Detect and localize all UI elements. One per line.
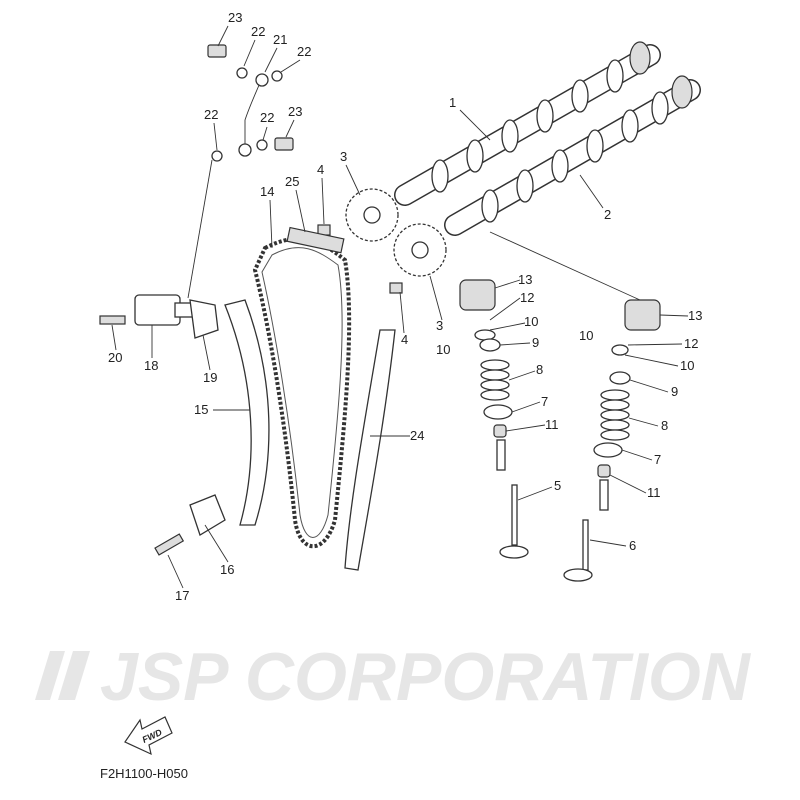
callout-25: 25 — [285, 174, 299, 189]
callout-22: 22 — [251, 24, 265, 39]
valve-train-exhaust — [563, 299, 661, 582]
timing-chain-inner — [261, 247, 343, 538]
callout-10: 10 — [579, 328, 593, 343]
callout-7: 7 — [541, 394, 548, 409]
callout-22: 22 — [260, 110, 274, 125]
leader-lines — [111, 25, 689, 589]
chain-guide-intake — [224, 299, 270, 526]
callout-7: 7 — [654, 452, 661, 467]
chain-guide-top — [286, 226, 345, 254]
callout-23: 23 — [228, 10, 242, 25]
callout-3: 3 — [340, 149, 347, 164]
valve-train-intake — [459, 279, 529, 559]
callout-23: 23 — [288, 104, 302, 119]
callout-21: 21 — [273, 32, 287, 47]
callout-17: 17 — [175, 588, 189, 603]
callout-22: 22 — [297, 44, 311, 59]
watermark-text: JSP CORPORATION — [100, 639, 752, 715]
fwd-arrow-icon: FWD — [124, 716, 173, 756]
callout-16: 16 — [220, 562, 234, 577]
callout-5: 5 — [554, 478, 561, 493]
callout-4: 4 — [317, 162, 324, 177]
callout-18: 18 — [144, 358, 158, 373]
callout-11: 11 — [545, 417, 559, 432]
callout-10: 10 — [680, 358, 694, 373]
callout-11: 11 — [647, 485, 661, 500]
oil-delivery-pipe — [207, 44, 294, 162]
callout-9: 9 — [532, 335, 539, 350]
callout-8: 8 — [536, 362, 543, 377]
callout-3: 3 — [436, 318, 443, 333]
camshaft-1 — [394, 41, 661, 206]
timing-chain — [252, 236, 352, 549]
watermark: JSP CORPORATION — [35, 639, 752, 715]
callout-15: 15 — [194, 402, 208, 417]
callout-10: 10 — [524, 314, 538, 329]
callout-4: 4 — [401, 332, 408, 347]
callout-9: 9 — [671, 384, 678, 399]
callouts: 23 22 21 22 22 22 23 1 2 3 4 25 14 13 12… — [108, 10, 702, 603]
callout-12: 12 — [684, 336, 698, 351]
callout-22: 22 — [204, 107, 218, 122]
callout-6: 6 — [629, 538, 636, 553]
diagram-code: F2H1100-H050 — [100, 766, 188, 781]
chain-tensioner — [99, 294, 226, 556]
callout-14: 14 — [260, 184, 274, 199]
camshaft-sprocket — [317, 188, 447, 294]
callout-19: 19 — [203, 370, 217, 385]
callout-2: 2 — [604, 207, 611, 222]
callout-1: 1 — [449, 95, 456, 110]
callout-20: 20 — [108, 350, 122, 365]
callout-24: 24 — [410, 428, 424, 443]
callout-8: 8 — [661, 418, 668, 433]
chain-guide-exhaust — [344, 329, 396, 571]
callout-13: 13 — [688, 308, 702, 323]
callout-13: 13 — [518, 272, 532, 287]
camshaft-2 — [444, 75, 701, 236]
callout-10: 10 — [436, 342, 450, 357]
callout-12: 12 — [520, 290, 534, 305]
